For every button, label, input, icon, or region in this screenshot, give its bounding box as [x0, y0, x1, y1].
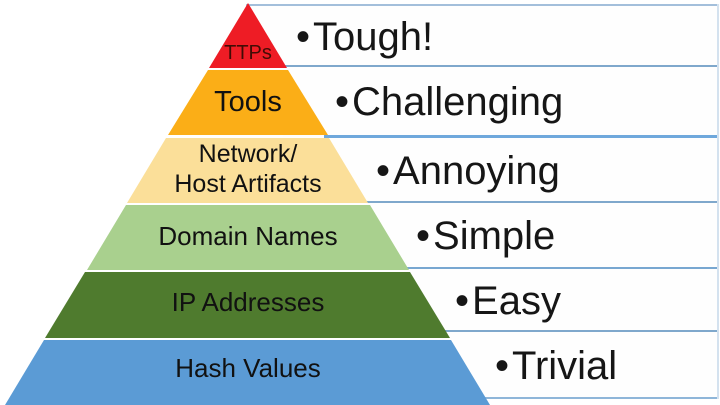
difficulty-row-challenging: • Challenging [283, 65, 718, 137]
bullet-icon: • [296, 14, 311, 59]
difficulty-label-tough: Tough! [313, 14, 434, 59]
pyramid-label-ip-addresses: IP Addresses [171, 287, 325, 317]
bullet-icon: • [495, 343, 510, 388]
pyramid-label-tools: Tools [214, 86, 282, 118]
difficulty-row-trivial: • Trivial [442, 330, 718, 399]
pyramid-label-ttps: TTPs [224, 42, 272, 64]
difficulty-label-challenging: Challenging [352, 80, 564, 124]
panel-right-border [717, 4, 719, 399]
pyramid-label-domain-names: Domain Names [158, 221, 338, 251]
difficulty-row-easy: • Easy [404, 267, 718, 332]
bullet-icon: • [376, 149, 391, 193]
difficulty-row-tough: • Tough! [246, 4, 718, 67]
bullet-icon: • [335, 80, 350, 124]
pyramid-label-hash-values: Hash Values [175, 353, 321, 383]
bullet-icon: • [455, 278, 470, 323]
difficulty-row-simple: • Simple [364, 201, 718, 269]
difficulty-label-annoying: Annoying [393, 149, 560, 193]
row-divider-bottom [483, 397, 718, 399]
bullet-icon: • [416, 214, 431, 258]
difficulty-label-simple: Simple [433, 214, 556, 258]
difficulty-row-annoying: • Annoying [324, 135, 718, 204]
difficulty-label-easy: Easy [472, 278, 561, 323]
pyramid-label-network-host-artifacts: Network/ Host Artifacts [174, 140, 322, 198]
difficulty-label-trivial: Trivial [512, 343, 618, 388]
